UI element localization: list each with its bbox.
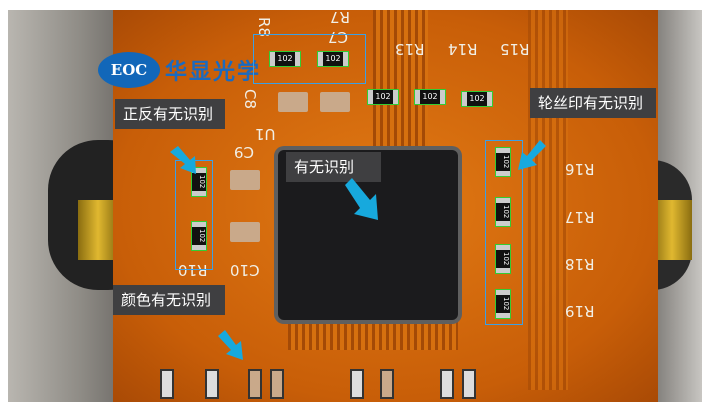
component (160, 369, 174, 399)
arrow-icon (170, 146, 196, 174)
resistor: 102 (495, 197, 511, 227)
gold-pad-left (78, 200, 118, 260)
arrow-icon (518, 140, 546, 170)
logo: EOC (98, 52, 160, 88)
resistor: 102 (495, 244, 511, 274)
label-silkscreen: 轮丝印有无识别 (530, 88, 656, 118)
component (440, 369, 454, 399)
resistor: 102 (461, 91, 493, 107)
component (350, 369, 364, 399)
gold-pad-right (652, 200, 692, 260)
component (248, 369, 262, 399)
resistor: 102 (495, 289, 511, 319)
roi-box (485, 140, 523, 325)
component (380, 369, 394, 399)
resistor: 102 (191, 167, 207, 197)
logo-text: 华显光学 (165, 59, 262, 85)
capacitor (230, 170, 260, 190)
capacitor (278, 92, 308, 112)
resistor: 102 (367, 89, 399, 105)
trace-right (528, 10, 568, 390)
capacitor (230, 222, 260, 242)
component (205, 369, 219, 399)
resistor: 102 (495, 147, 511, 177)
label-presence: 有无识别 (286, 152, 381, 182)
resistor: 102 (317, 51, 349, 67)
resistor: 102 (191, 221, 207, 251)
roi-box (253, 34, 366, 84)
component (270, 369, 284, 399)
resistor: 102 (414, 89, 446, 105)
label-polarity: 正反有无识别 (115, 99, 225, 129)
component (462, 369, 476, 399)
capacitor (320, 92, 350, 112)
resistor: 102 (269, 51, 301, 67)
arrow-icon (345, 178, 378, 220)
trace-top (373, 10, 428, 150)
arrow-icon (218, 330, 243, 360)
label-color: 颜色有无识别 (113, 285, 225, 315)
